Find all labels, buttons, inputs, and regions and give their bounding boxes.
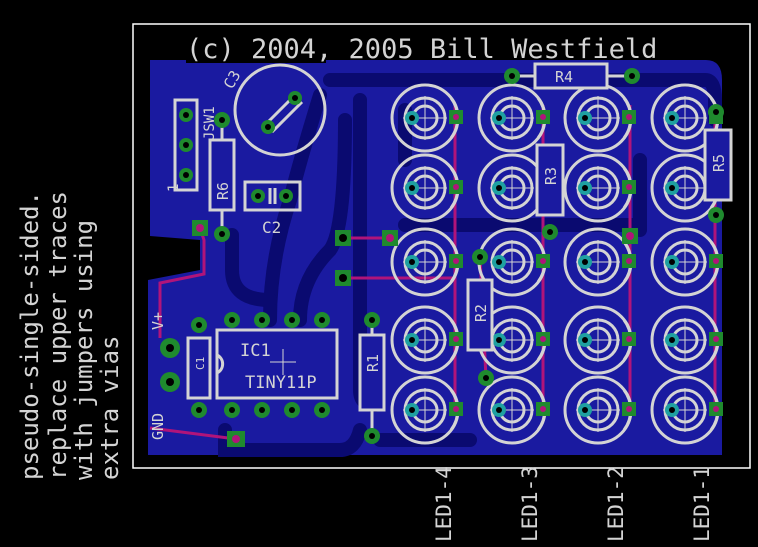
led-footprint bbox=[563, 83, 636, 153]
resistor-r2: R2 bbox=[466, 249, 494, 386]
capacitor-c2: C2 bbox=[243, 180, 302, 237]
side-note: pseudo-single-sided. replace upper trace… bbox=[16, 191, 124, 480]
r2-label: R2 bbox=[472, 304, 490, 322]
gnd-label: GND bbox=[149, 413, 167, 440]
r6-label: R6 bbox=[214, 182, 232, 200]
ic-tiny11p: IC1 TINY11P bbox=[215, 312, 339, 418]
capacitor-c1: C1 bbox=[186, 317, 212, 418]
resistor-r6: R6 bbox=[208, 112, 236, 242]
led-footprint bbox=[477, 83, 550, 153]
led-footprint bbox=[650, 375, 723, 445]
resistor-r3: R3 bbox=[535, 143, 565, 240]
led-footprint bbox=[390, 305, 463, 375]
led-label-3: LED1-3 bbox=[518, 466, 542, 542]
r4-label: R4 bbox=[555, 68, 573, 86]
led-footprint bbox=[390, 153, 463, 223]
led-footprint bbox=[563, 305, 636, 375]
led-footprint bbox=[563, 227, 636, 297]
resistor-r5: R5 bbox=[703, 104, 733, 223]
resistor-r4: R4 bbox=[504, 62, 640, 90]
led-label-4: LED1-4 bbox=[432, 466, 456, 542]
board-outline bbox=[132, 23, 751, 469]
led-footprint bbox=[390, 83, 463, 153]
led-footprint bbox=[563, 375, 636, 445]
switch-jsw1: JSW1 1 bbox=[166, 98, 218, 192]
capacitor-c3: C3 bbox=[220, 63, 327, 157]
switch-label: JSW1 bbox=[202, 106, 218, 140]
led-footprint bbox=[650, 227, 723, 297]
vias bbox=[192, 220, 638, 286]
side-note-line-3: with jumpers using bbox=[70, 220, 98, 480]
vplus-label: V+ bbox=[149, 312, 167, 330]
ic-value-label: TINY11P bbox=[245, 373, 317, 393]
side-note-line-1: pseudo-single-sided. bbox=[16, 191, 44, 480]
led-label-2: LED1-2 bbox=[604, 466, 628, 542]
led-footprint bbox=[650, 305, 723, 375]
led-label-1: LED1-1 bbox=[690, 466, 714, 542]
r3-label: R3 bbox=[542, 167, 560, 185]
r1-label: R1 bbox=[364, 354, 382, 372]
side-note-line-2: replace upper traces bbox=[44, 191, 72, 480]
pin1-label: 1 bbox=[166, 184, 182, 192]
ic-name-label: IC1 bbox=[240, 341, 271, 361]
led-column-labels: LED1-4 LED1-3 LED1-2 LED1-1 bbox=[432, 466, 714, 542]
resistor-r1: R1 bbox=[358, 312, 386, 444]
led-footprint bbox=[477, 375, 550, 445]
c2-label: C2 bbox=[262, 218, 281, 237]
power-connector: V+ GND bbox=[149, 312, 245, 447]
c1-label: C1 bbox=[194, 357, 207, 370]
copyright-text: (c) 2004, 2005 Bill Westfield bbox=[186, 34, 657, 65]
led-footprint bbox=[390, 375, 463, 445]
r5-label: R5 bbox=[710, 154, 728, 172]
led-footprint bbox=[563, 153, 636, 223]
side-note-line-4: extra vias bbox=[96, 336, 124, 481]
led-footprint bbox=[390, 227, 463, 297]
copper-notch bbox=[186, 55, 326, 63]
